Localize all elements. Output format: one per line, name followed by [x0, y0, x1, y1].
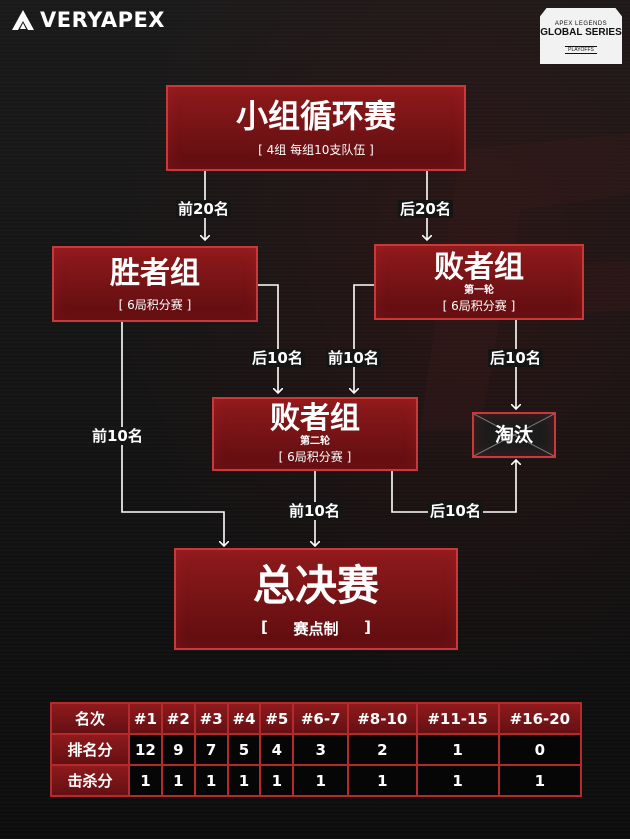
table-cell: 1 [128, 764, 163, 797]
table-cell: 1 [497, 764, 583, 797]
finals-sub: 赛点制 [293, 620, 339, 638]
score-table-header: 名次 #1 #2 #3 #4 #5 #6-7 #8-10 #11-15 #16-… [50, 702, 583, 735]
losers2-sub: [ 6局积分赛 ] [278, 450, 352, 464]
finals-title: 总决赛 [252, 561, 379, 610]
table-cell: 1 [226, 764, 262, 797]
losers1-title: 败者组 [434, 250, 524, 285]
losers-round2-box: 败者组 第二轮 [ 6局积分赛 ] [212, 397, 418, 471]
table-cell: 2 [347, 733, 418, 766]
table-cell: 1 [347, 764, 418, 797]
table-cell: 1 [415, 733, 500, 766]
table-cell: 9 [160, 733, 196, 766]
group-stage-title: 小组循环赛 [235, 97, 396, 135]
label-losers2-top10: 前10名 [287, 502, 342, 520]
header-cell: #5 [259, 702, 295, 735]
badge-line1: APEX LEGENDS [554, 21, 608, 27]
table-cell: 12 [128, 733, 163, 766]
arrow-winners-to-losers2 [258, 284, 278, 393]
group-stage-box: 小组循环赛 [ 4组 每组10支队伍 ] [166, 85, 466, 171]
label-losers1-bottom10: 后10名 [488, 349, 543, 367]
header-cell: #11-15 [415, 702, 500, 735]
losers1-round: 第一轮 [464, 285, 494, 296]
label-losers1-top10: 前10名 [326, 349, 381, 367]
event-badge: APEX LEGENDS GLOBAL SERIES PLAYOFFS [540, 8, 622, 64]
arrow-winners-to-finals [121, 322, 224, 546]
table-row: 击杀分 1 1 1 1 1 1 1 1 1 [50, 764, 583, 797]
eliminated-title: 淘汰 [494, 424, 533, 446]
losers1-sub: [ 6局积分赛 ] [442, 299, 516, 313]
header-cell: #2 [160, 702, 196, 735]
table-cell: 7 [193, 733, 229, 766]
header-cell: #16-20 [497, 702, 583, 735]
table-cell: 0 [497, 733, 583, 766]
cross-out-icon [474, 414, 554, 456]
row-label: 排名分 [50, 733, 130, 766]
label-winners-bottom10: 后10名 [250, 349, 305, 367]
winners-sub: [ 6局积分赛 ] [118, 298, 192, 312]
losers-round1-box: 败者组 第一轮 [ 6局积分赛 ] [374, 244, 584, 320]
table-cell: 5 [226, 733, 262, 766]
group-stage-sub: [ 4组 每组10支队伍 ] [258, 143, 374, 157]
badge-line2: GLOBAL SERIES [540, 27, 622, 38]
label-winners-top10: 前10名 [90, 427, 145, 445]
winners-bracket-box: 胜者组 [ 6局积分赛 ] [52, 246, 258, 322]
apex-logo-icon [12, 10, 34, 30]
header-cell: #1 [128, 702, 163, 735]
header-cell: #4 [226, 702, 262, 735]
finals-box: 总决赛 [ 赛点制 ] [174, 548, 458, 650]
score-table: 名次 #1 #2 #3 #4 #5 #6-7 #8-10 #11-15 #16-… [50, 702, 583, 797]
header-cell: #8-10 [347, 702, 418, 735]
finals-sub-right: ] [364, 618, 371, 636]
brand-logo-text: VERYAPEX [40, 8, 165, 32]
losers2-title: 败者组 [270, 401, 360, 436]
table-cell: 1 [193, 764, 229, 797]
brand-logo: VERYAPEX [12, 8, 165, 32]
label-bottom20: 后20名 [398, 200, 453, 218]
table-row: 排名分 12 9 7 5 4 3 2 1 0 [50, 733, 583, 766]
table-cell: 3 [292, 733, 350, 766]
header-cell: 名次 [50, 702, 130, 735]
header-cell: #6-7 [292, 702, 350, 735]
finals-sub-left: [ [261, 618, 268, 636]
arrow-losers1-to-losers2 [354, 284, 374, 393]
header-cell: #3 [193, 702, 229, 735]
losers2-round: 第二轮 [300, 436, 330, 447]
table-cell: 4 [259, 733, 295, 766]
winners-title: 胜者组 [110, 256, 200, 291]
table-cell: 1 [415, 764, 500, 797]
table-cell: 1 [292, 764, 350, 797]
row-label: 击杀分 [50, 764, 130, 797]
label-top20: 前20名 [176, 200, 231, 218]
table-cell: 1 [160, 764, 196, 797]
badge-line3: PLAYOFFS [565, 46, 597, 54]
finals-sub-row: [ 赛点制 ] [261, 618, 371, 639]
label-losers2-bottom10: 后10名 [428, 502, 483, 520]
table-cell: 1 [259, 764, 295, 797]
eliminated-box: 淘汰 [472, 412, 556, 458]
